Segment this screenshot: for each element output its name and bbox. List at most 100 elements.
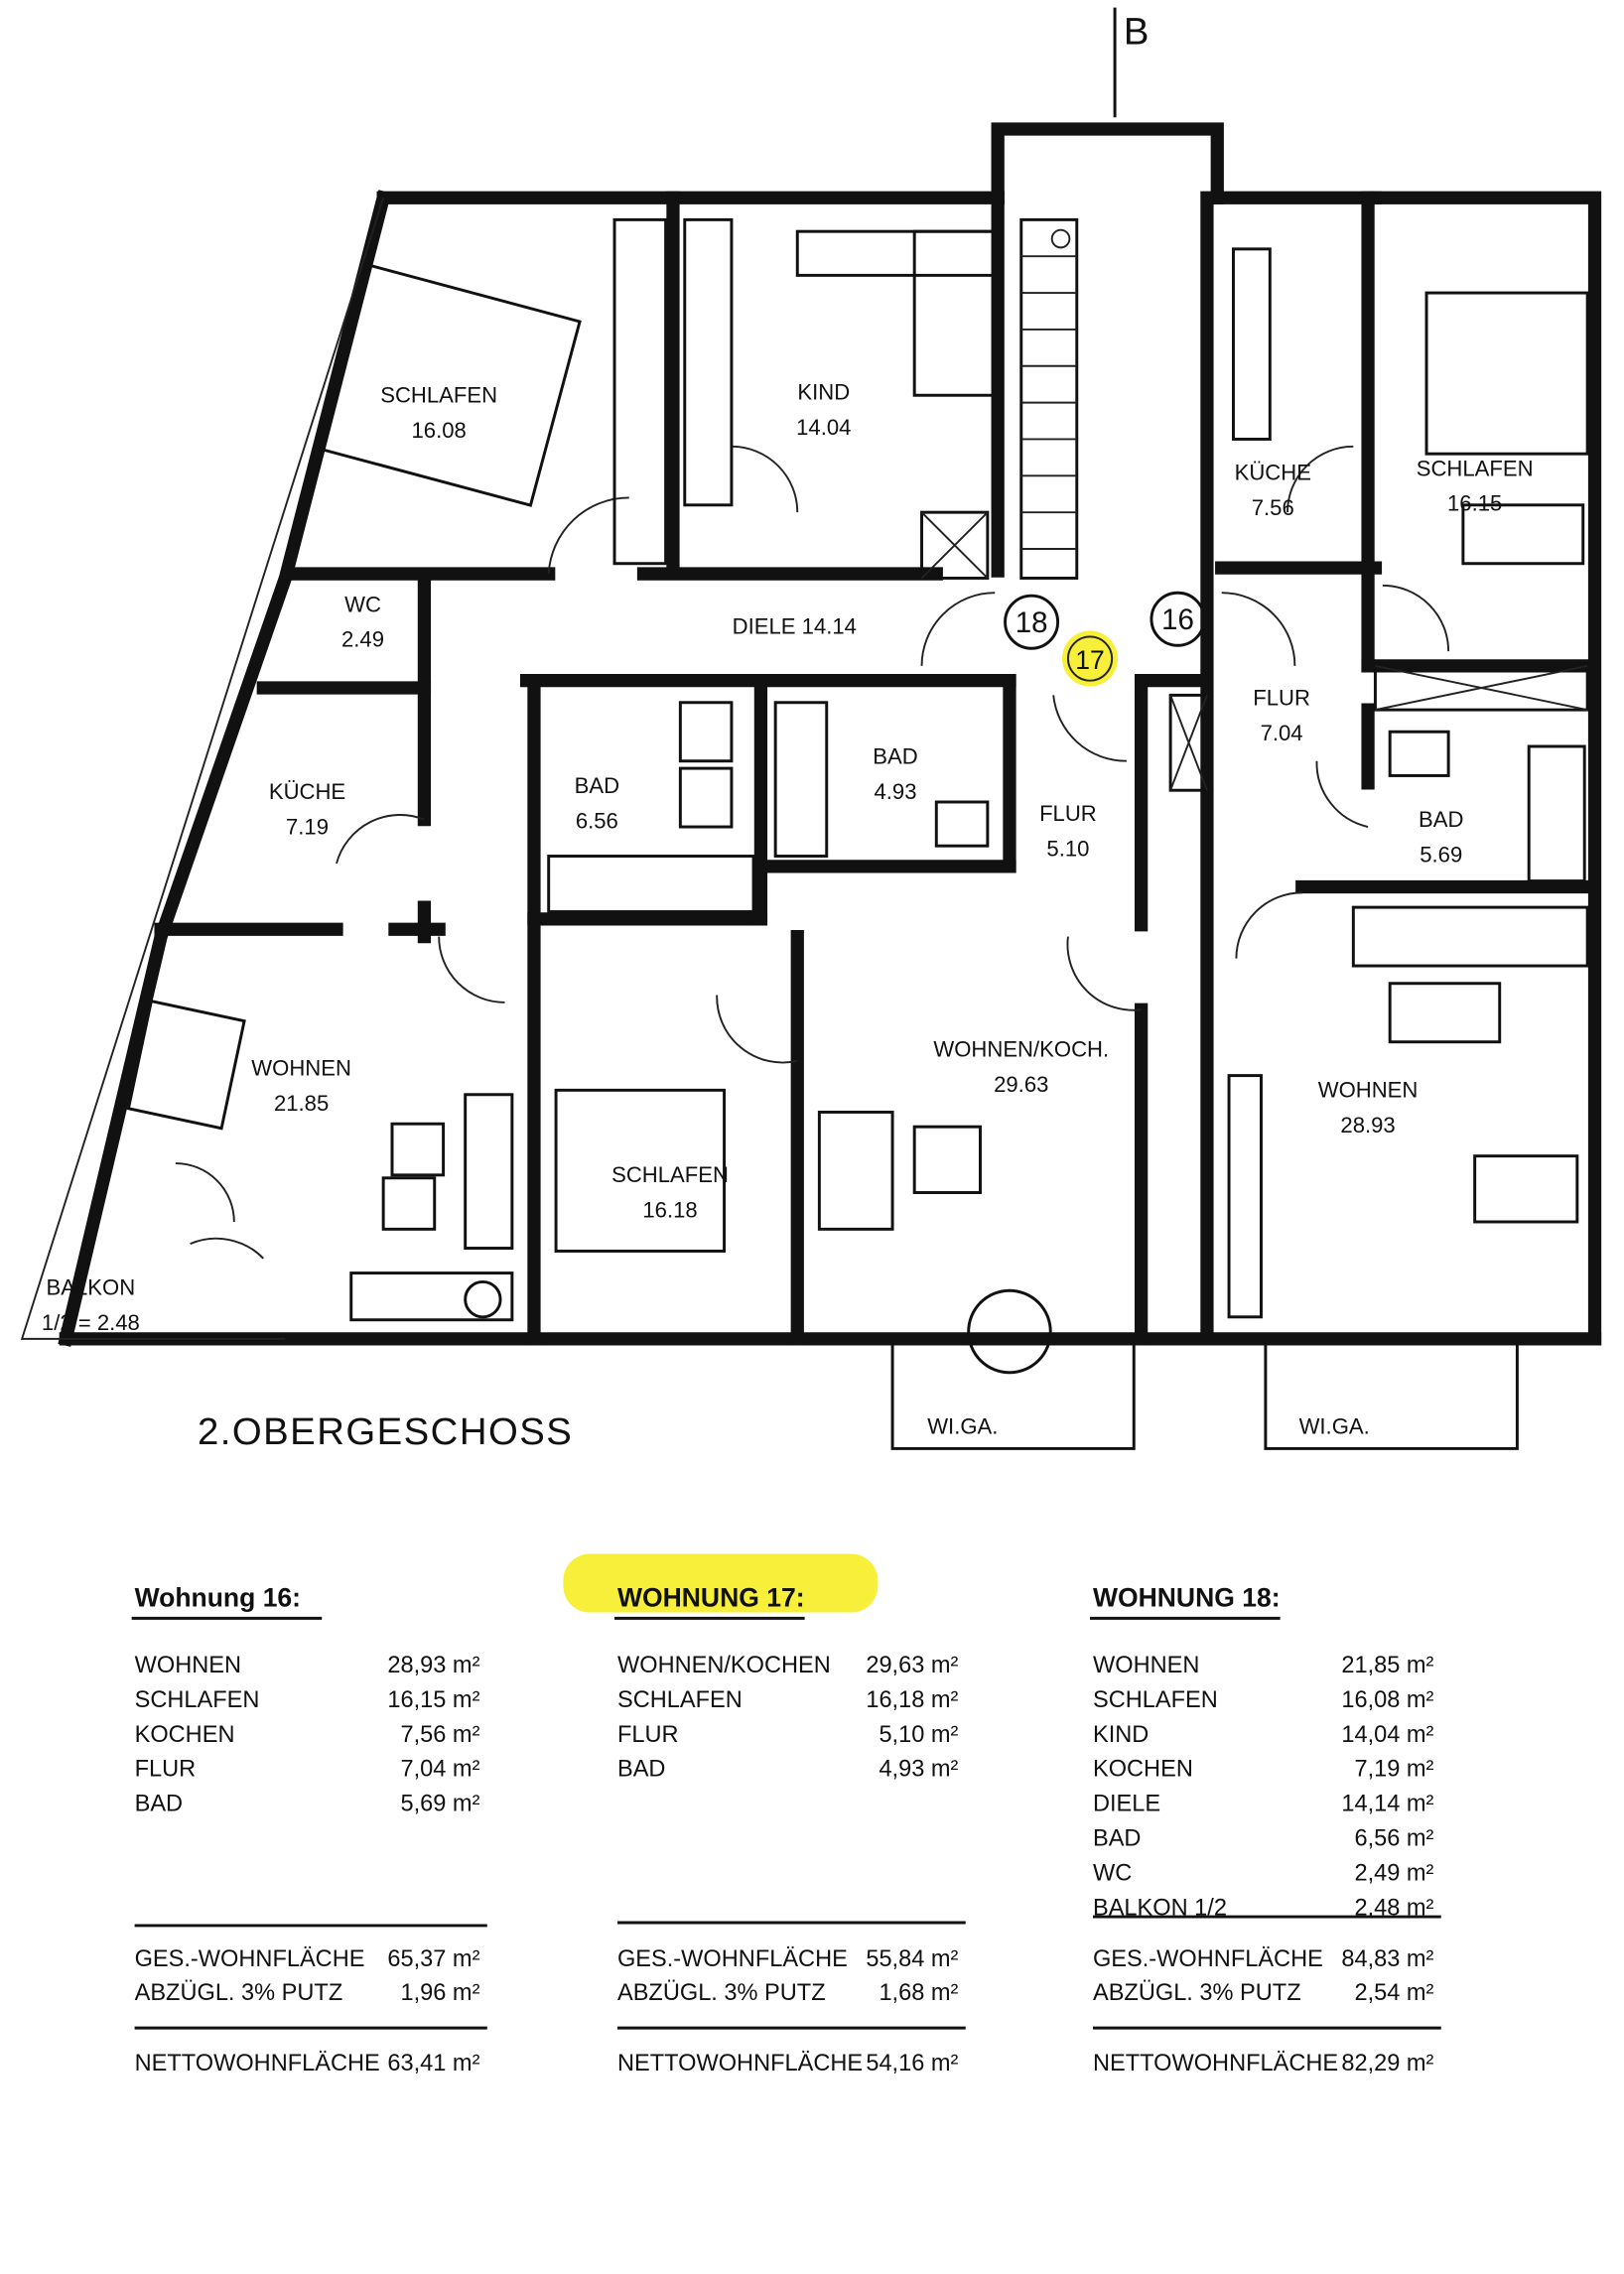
room-name-wohnen-18: WOHNEN (251, 1056, 351, 1081)
apartment-marker-16-label: 16 (1161, 603, 1194, 636)
room-row-name: BAD (1093, 1825, 1141, 1851)
room-name-bad-18: BAD (575, 773, 619, 798)
apartment-marker-18 (1004, 594, 1060, 650)
room-row-name: WOHNEN (1093, 1652, 1199, 1677)
room-name-wohnkoch-17: WOHNEN/KOCH. (933, 1036, 1109, 1061)
apartment-table: Wohnung 16: WOHNEN 28,93 m² SCHLAFEN 16,15 m… (131, 1583, 487, 2075)
room-name-schlafen-16: SCHLAFEN (1417, 456, 1534, 480)
room-row-area: 4,93 m² (879, 1756, 958, 1782)
interior-walls (154, 191, 1594, 1346)
room-row-area: 16,18 m² (866, 1686, 958, 1712)
apartment-title: WOHNUNG 18: (1093, 1583, 1281, 1613)
room-area-schlafen-16: 16.15 (1447, 491, 1502, 516)
total-label: GES.-WOHNFLÄCHE (135, 1945, 365, 1971)
room-area-schlafen-18: 16.08 (412, 418, 467, 443)
room-row-area: 29,63 m² (866, 1652, 958, 1677)
total-label: GES.-WOHNFLÄCHE (617, 1945, 848, 1971)
staircase (1019, 217, 1079, 580)
room-row-name: FLUR (135, 1756, 197, 1782)
room-row-name: WC (1093, 1860, 1132, 1886)
room-area-balkon-18: 1/2 = 2.48 (42, 1310, 140, 1335)
room-row-name: KOCHEN (135, 1721, 235, 1747)
deduction-label: ABZÜGL. 3% PUTZ (135, 1979, 343, 2005)
room-area-wohnkoch-17: 29.63 (994, 1072, 1048, 1097)
room-row-name: SCHLAFEN (617, 1686, 743, 1712)
room-row-area: 14,04 m² (1341, 1721, 1433, 1747)
apartment-title: Wohnung 16: (135, 1583, 301, 1613)
total-value: 84,83 m² (1341, 1945, 1433, 1971)
total-value: 55,84 m² (866, 1945, 958, 1971)
apartment-17-highlight (1062, 630, 1119, 687)
net-value: 54,16 m² (866, 2050, 958, 2075)
furniture (126, 217, 1589, 1375)
deduction-label: ABZÜGL. 3% PUTZ (1093, 1979, 1301, 2005)
room-row-area: 7,19 m² (1354, 1756, 1433, 1782)
net-value: 63,41 m² (387, 2050, 479, 2075)
room-name-schlafen-17: SCHLAFEN (611, 1162, 729, 1187)
apartment-title: WOHNUNG 17: (617, 1583, 805, 1613)
room-row-area: 16,08 m² (1341, 1686, 1433, 1712)
deduction-label: ABZÜGL. 3% PUTZ (617, 1979, 826, 2005)
room-row-area: 5,69 m² (400, 1791, 479, 1816)
room-row-area: 28,93 m² (387, 1652, 479, 1677)
floor-plan: B (20, 7, 1602, 1453)
room-area-flur-17: 5.10 (1046, 837, 1089, 862)
room-row-name: SCHLAFEN (135, 1686, 260, 1712)
net-label: NETTOWOHNFLÄCHE (135, 2050, 380, 2075)
door-swings (175, 445, 1450, 1260)
room-area-flur-16: 7.04 (1261, 721, 1303, 745)
room-row-name: KIND (1093, 1721, 1149, 1747)
net-value: 82,29 m² (1341, 2050, 1433, 2075)
deduction-value: 1,68 m² (879, 1979, 958, 2005)
room-name-bad-17: BAD (873, 744, 917, 769)
room-row-name: SCHLAFEN (1093, 1686, 1218, 1712)
total-label: GES.-WOHNFLÄCHE (1093, 1945, 1323, 1971)
deduction-value: 2,54 m² (1354, 1979, 1433, 2005)
area-tables: Wohnung 16: WOHNEN 28,93 m² SCHLAFEN 16,15 m… (131, 1583, 1441, 2075)
net-label: NETTOWOHNFLÄCHE (617, 2050, 863, 2075)
apartment-marker-18-label: 18 (1015, 606, 1048, 639)
apartment-table: WOHNUNG 17: WOHNEN/KOCHEN 29,63 m² SCHLAFEN… (614, 1583, 966, 2075)
deduction-value: 1,96 m² (400, 1979, 479, 2005)
room-row-name: WOHNEN/KOCHEN (617, 1652, 831, 1677)
room-name-flur-17: FLUR (1039, 801, 1097, 826)
room-row-name: FLUR (617, 1721, 679, 1747)
net-label: NETTOWOHNFLÄCHE (1093, 2050, 1338, 2075)
room-area-wc-18: 2.49 (341, 627, 384, 652)
room-row-name: DIELE (1093, 1791, 1160, 1816)
apartment-marker-16 (1150, 591, 1206, 647)
room-name-kueche-16: KÜCHE (1235, 461, 1311, 485)
apartment-marker-17-label: 17 (1075, 645, 1105, 675)
room-name-schlafen-18: SCHLAFEN (380, 383, 497, 408)
room-name-kind-18: KIND (797, 380, 850, 405)
room-row-name: WOHNEN (135, 1652, 241, 1677)
room-row-area: 5,10 m² (879, 1721, 958, 1747)
room-area-wohnen-16: 28.93 (1340, 1113, 1395, 1137)
apartment-table: WOHNUNG 18: WOHNEN 21,85 m² SCHLAFEN 16,08 m… (1090, 1583, 1441, 2075)
room-name-kueche-18: KÜCHE (269, 779, 345, 804)
room-area-bad-18: 6.56 (576, 809, 618, 834)
wohnung-17-highlight (563, 1553, 879, 1613)
room-name-balkon-18: BALKON (47, 1275, 136, 1300)
room-row-name: KOCHEN (1093, 1756, 1193, 1782)
room-name-flur-16: FLUR (1253, 686, 1310, 711)
room-area-bad-17: 4.93 (875, 779, 917, 804)
room-row-area: 7,04 m² (400, 1756, 479, 1782)
wintergarden-label: WI.GA. (927, 1414, 998, 1439)
room-row-area: 7,56 m² (400, 1721, 479, 1747)
room-name-wc-18: WC (344, 592, 381, 616)
room-row-area: 14,14 m² (1341, 1791, 1433, 1816)
room-area-kueche-18: 7.19 (286, 814, 329, 839)
room-area-schlafen-17: 16.18 (642, 1198, 697, 1223)
total-value: 65,37 m² (387, 1945, 479, 1971)
section-marker: B (1124, 11, 1150, 54)
room-row-area: 16,15 m² (387, 1686, 479, 1712)
room-area-wohnen-18: 21.85 (274, 1091, 329, 1116)
room-area-bad-16: 5.69 (1420, 842, 1462, 867)
room-row-name: BAD (135, 1791, 183, 1816)
room-name-wohnen-16: WOHNEN (1318, 1078, 1419, 1103)
room-row-area: 6,56 m² (1354, 1825, 1433, 1851)
room-row-area: 21,85 m² (1341, 1652, 1433, 1677)
